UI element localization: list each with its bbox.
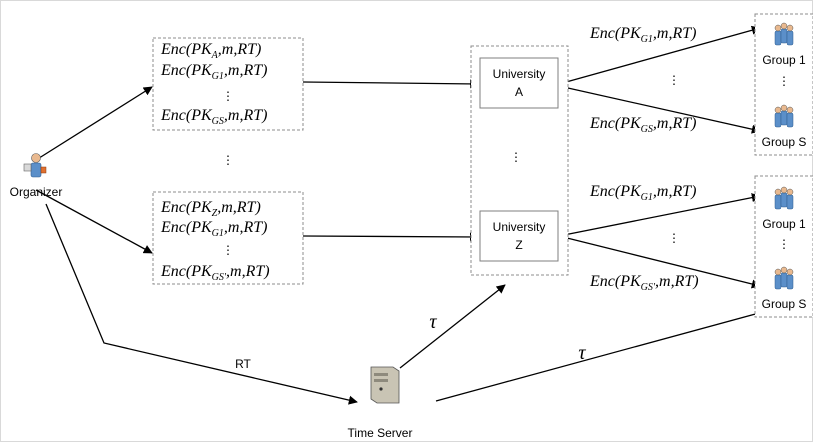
arrow-university-a-to-group-1 (558, 25, 761, 85)
tau-groups-label: τ (578, 342, 586, 364)
ciphertext-formulas: Enc(PKA,m,RT)Enc(PKG1,m,RT)Enc(PKGS,m,RT… (160, 25, 699, 293)
arrow-university-z-to-group-s (558, 235, 761, 289)
time-server-label: Time Server (348, 426, 413, 440)
ellipsis-group-container-bottom: ⋮ (778, 237, 790, 251)
organizer-icon (23, 153, 47, 178)
group-bottom-1-label: Group 1 (762, 217, 806, 231)
ellipsis-between-universities: ⋮ (510, 150, 522, 164)
organizer-label: Organizer (10, 185, 63, 199)
formula-box-z-pk-gs-prime: Enc(PKGS',m,RT) (160, 263, 270, 283)
arrow-university-z-to-group-1 (558, 193, 761, 237)
time-server-icon (370, 366, 400, 404)
group-top-s-label: Group S (762, 135, 807, 149)
formula-box-a-pk-a: Enc(PKA,m,RT) (160, 41, 261, 61)
university-z-node: University Z (479, 210, 559, 262)
group-top-s-icon (774, 104, 794, 128)
group-bottom-s-label: Group S (762, 297, 807, 311)
formula-box-a-pk-gs: Enc(PKGS,m,RT) (160, 107, 267, 127)
formula-box-a-pk-g1: Enc(PKG1,m,RT) (160, 62, 267, 82)
arrow-box-a-to-university-a (302, 79, 479, 89)
arrow-university-a-to-group-s (558, 85, 761, 134)
arrow-organizer-to-time-server (45, 203, 358, 405)
ellipses: ⋮ ⋮ ⋮ ⋮ ⋮ ⋮ ⋮ ⋮ (222, 73, 790, 257)
ellipsis-group-container-top: ⋮ (778, 74, 790, 88)
arrow-organizer-to-box-a (35, 86, 153, 161)
formula-box-z-pk-g1: Enc(PKG1,m,RT) (160, 219, 267, 239)
tau-university-label: τ (429, 311, 437, 333)
arrows (35, 25, 782, 405)
group-top-1-label: Group 1 (762, 53, 806, 67)
ellipsis-between-boxes: ⋮ (222, 153, 234, 167)
formula-edge-a-pk-gs: Enc(PKGS,m,RT) (589, 115, 696, 135)
university-z-label-line2: Z (515, 238, 522, 252)
ellipsis-groups-a: ⋮ (668, 73, 680, 87)
group-bottom-s-icon (774, 266, 794, 290)
group-top-1-icon (774, 22, 794, 46)
university-a-label-line1: University (493, 67, 546, 81)
arrow-time-server-to-universities (399, 284, 506, 369)
formula-box-z-pk-z: Enc(PKZ,m,RT) (160, 199, 261, 219)
ellipsis-box-z: ⋮ (222, 243, 234, 257)
group-bottom-1-icon (774, 186, 794, 210)
arrow-time-server-to-groups (435, 304, 782, 402)
university-a-node: University A (479, 57, 559, 109)
ciphertext-box-a (152, 37, 304, 131)
arrow-organizer-to-box-z (35, 189, 153, 254)
ellipsis-groups-z: ⋮ (668, 231, 680, 245)
formula-edge-a-pk-g1: Enc(PKG1,m,RT) (589, 25, 696, 45)
university-z-label-line1: University (493, 220, 546, 234)
formula-edge-z-pk-g1: Enc(PKG1,m,RT) (589, 183, 696, 203)
formula-edge-z-pk-gs-prime: Enc(PKGS',m,RT) (589, 273, 699, 293)
university-a-label-line2: A (515, 85, 523, 99)
ciphertext-box-z (152, 191, 304, 285)
arrow-box-z-to-university-z (302, 232, 479, 242)
group-icons (774, 22, 794, 290)
ellipsis-box-a: ⋮ (222, 89, 234, 103)
rt-edge-label: RT (235, 357, 251, 371)
